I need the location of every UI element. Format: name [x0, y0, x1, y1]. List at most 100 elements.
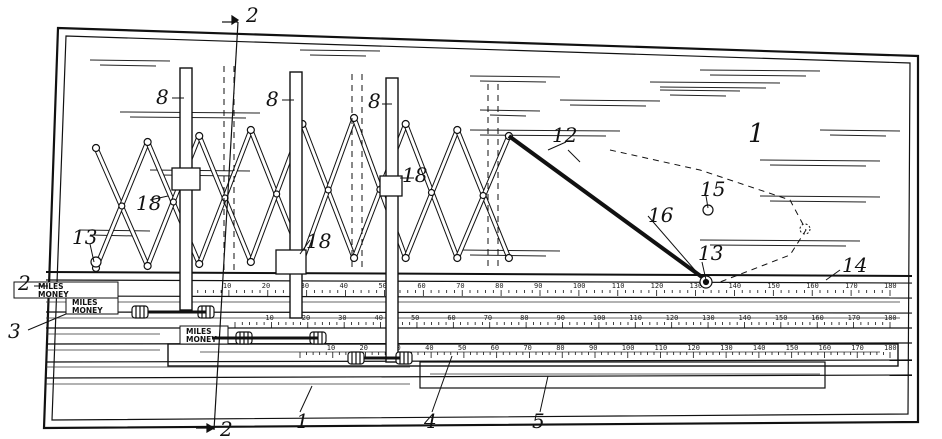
linkage-pivot	[246, 125, 255, 135]
tick-label: 140	[738, 314, 751, 322]
linkage-pivot	[453, 253, 462, 263]
tick-label: 130	[720, 344, 733, 352]
tick-label: 120	[651, 282, 664, 290]
hatch-stroke	[649, 81, 781, 84]
tick-label: 70	[523, 344, 531, 352]
tick-label: 150	[786, 344, 799, 352]
end-arm	[507, 134, 708, 282]
linkage-pivot	[504, 253, 514, 263]
label-slider-2: 18	[402, 163, 427, 187]
hatch-stroke	[469, 75, 561, 78]
label-row-2: 2	[17, 271, 31, 295]
linkage-pivot	[195, 259, 204, 269]
tick-label: 20	[302, 314, 310, 322]
hatch-stroke	[89, 234, 137, 237]
caption-miles-2: MILES	[72, 298, 98, 307]
tick-label: 80	[520, 314, 528, 322]
hatch-stroke	[559, 99, 661, 102]
tick-label: 70	[456, 282, 464, 290]
label-post-1: 8	[156, 85, 169, 109]
label-strip-5: 5	[532, 409, 545, 433]
tick-label: 150	[767, 282, 780, 290]
label-joint-2: 13	[698, 241, 723, 265]
hatch-stroke	[659, 86, 767, 89]
tick-label: 170	[845, 282, 858, 290]
tick-label: 160	[818, 344, 831, 352]
tick-label: 20	[360, 344, 368, 352]
linkage-pivot	[479, 191, 487, 200]
label-section-bottom: 2	[219, 417, 233, 439]
label-linkage: 12	[552, 123, 577, 147]
label-base: 1	[296, 409, 309, 433]
linkage-pivot	[427, 188, 436, 197]
tick-label: 60	[447, 314, 455, 322]
hatch-stroke	[459, 249, 561, 252]
label-post-3: 8	[368, 89, 381, 113]
leader-lines	[27, 97, 841, 413]
hatch-stroke	[569, 104, 647, 107]
start-joint	[90, 256, 102, 268]
tick-label: 100	[622, 344, 635, 352]
linkage-pivot	[349, 253, 359, 263]
tick-label: 120	[687, 344, 700, 352]
caption-money-3: MONEY	[186, 335, 217, 344]
tick-label: 10	[223, 282, 231, 290]
hatch-stroke	[819, 129, 901, 132]
tick-label: 170	[851, 344, 864, 352]
tick-label: 80	[495, 282, 503, 290]
linkage-pivot	[324, 186, 332, 194]
label-post-2: 8	[266, 87, 279, 111]
board-shading	[79, 49, 901, 257]
tick-label: 130	[690, 282, 703, 290]
label-arm: 16	[648, 203, 674, 227]
tick-label: 140	[753, 344, 766, 352]
board-frame	[42, 26, 920, 430]
hatch-stroke	[479, 134, 607, 137]
label-track: 14	[842, 253, 867, 277]
tick-label: 40	[375, 314, 383, 322]
hatch-stroke	[759, 195, 881, 198]
tick-label: 40	[425, 344, 433, 352]
linkage-pivot	[453, 125, 462, 135]
linkage-pivot	[143, 261, 152, 271]
hatch-stroke	[99, 64, 157, 67]
linkage-pivot	[143, 137, 152, 147]
hatch-stroke	[479, 109, 541, 112]
slider-blocks	[171, 167, 403, 275]
tick-label: 150	[775, 314, 788, 322]
linkage-pivot	[91, 143, 101, 153]
tick-label: 30	[338, 314, 346, 322]
hatch-stroke	[469, 129, 621, 132]
tick-label: 160	[811, 314, 824, 322]
track-strips	[45, 271, 913, 389]
linkage-pivot	[246, 257, 255, 267]
linkage-pivot	[195, 131, 204, 141]
linkage-pivot	[401, 119, 410, 129]
hatch-stroke	[769, 200, 867, 203]
label-section-top: 2	[245, 3, 259, 27]
hatch-stroke	[659, 89, 741, 92]
tick-label: 120	[666, 314, 679, 322]
phantom-pivot	[799, 223, 811, 235]
end-joint-core	[702, 278, 710, 286]
linkage-pivot	[118, 202, 126, 210]
tick-label: 50	[458, 344, 466, 352]
label-joint-1: 13	[72, 225, 97, 249]
hatch-stroke	[699, 239, 861, 242]
caption-money-2: MONEY	[72, 306, 103, 315]
hatch-stroke	[699, 69, 821, 72]
tick-label: 130	[702, 314, 715, 322]
tick-label: 160	[806, 282, 819, 290]
hatch-stroke	[309, 54, 367, 57]
tick-label: 10	[327, 344, 335, 352]
tick-label: 100	[593, 314, 606, 322]
caption-money-1: MONEY	[38, 290, 69, 299]
label-row-3: 3	[8, 319, 21, 343]
hatch-stroke	[829, 134, 887, 137]
tick-label: 30	[301, 282, 309, 290]
tick-label: 180	[884, 344, 897, 352]
label-slider-1: 18	[136, 191, 161, 215]
tick-label: 110	[629, 314, 642, 322]
